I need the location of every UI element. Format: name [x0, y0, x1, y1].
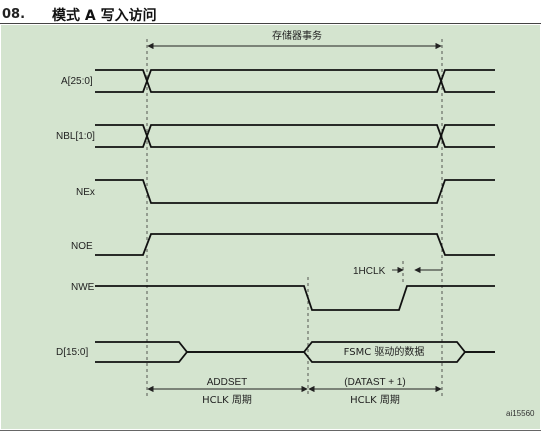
figure-code: ai15560: [506, 409, 535, 418]
timing-diagram-panel: 存储器事务 A[25:0] NBL[1:0] NEx NOE NWE: [1, 25, 540, 429]
signal-label-nwe: NWE: [71, 282, 95, 293]
data-bus-lower: [95, 351, 495, 363]
addset-unit-label: HCLK 周期: [202, 394, 252, 406]
nex-waveform: [95, 179, 495, 204]
data-driven-label: FSMC 驱动的数据: [344, 345, 425, 358]
nbl-bus-lower: [95, 124, 495, 148]
nwe-waveform: [95, 285, 495, 311]
signal-label-nbl: NBL[1:0]: [56, 131, 95, 142]
header-divider: [0, 23, 541, 24]
signal-label-data: D[15:0]: [56, 347, 88, 358]
signal-label-address: A[25:0]: [61, 76, 93, 87]
timing-diagram: 存储器事务 A[25:0] NBL[1:0] NEx NOE NWE: [56, 29, 535, 418]
memory-transaction-label: 存储器事务: [272, 29, 322, 42]
datast-unit-label: HCLK 周期: [350, 394, 400, 406]
footer-divider: [0, 430, 541, 431]
datast-label: (DATAST + 1): [344, 377, 405, 388]
figure-title: 模式 A 写入访问: [52, 8, 157, 24]
signal-labels: A[25:0] NBL[1:0] NEx NOE NWE D[15:0]: [56, 76, 95, 358]
noe-waveform: [95, 233, 495, 256]
one-hclk-label: 1HCLK: [353, 266, 386, 277]
nbl-bus-upper: [95, 124, 495, 148]
figure-number: 08.: [2, 7, 26, 22]
address-bus-upper: [95, 69, 495, 93]
figure-header: 08. 模式 A 写入访问: [0, 0, 541, 24]
data-bus-upper: [95, 341, 495, 353]
address-bus-lower: [95, 69, 495, 93]
signal-label-noe: NOE: [71, 241, 93, 252]
signal-label-nex: NEx: [76, 187, 95, 198]
addset-label: ADDSET: [207, 377, 248, 388]
